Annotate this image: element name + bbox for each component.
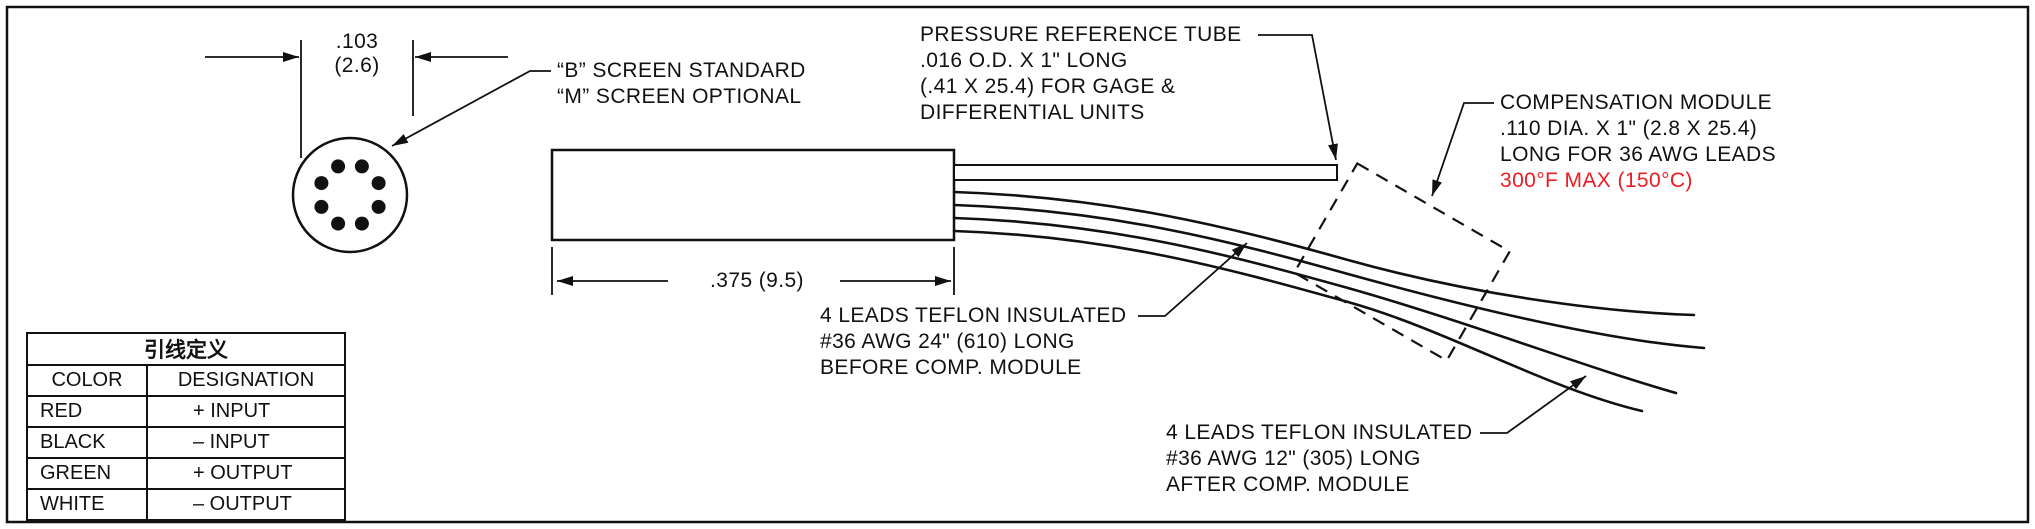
screen-note: “B” SCREEN STANDARD “M” SCREEN OPTIONAL xyxy=(557,58,806,110)
lead-wire xyxy=(952,216,1678,395)
note-line: LONG FOR 36 AWG LEADS xyxy=(1500,143,1777,166)
note-line: .016 O.D. X 1" LONG xyxy=(920,49,1128,72)
note-line: #36 AWG 24" (610) LONG xyxy=(820,330,1075,353)
note-line: 4 LEADS TEFLON INSULATED xyxy=(1166,421,1473,444)
table-title-row: 引线定义 xyxy=(26,332,346,366)
leads-before-note: 4 LEADS TEFLON INSULATED #36 AWG 24" (61… xyxy=(820,303,1126,381)
leads-before-leader xyxy=(1138,242,1248,317)
table-row: GREEN + OUTPUT xyxy=(26,457,346,490)
table-row: BLACK – INPUT xyxy=(26,426,346,459)
lead-color: WHITE xyxy=(26,488,148,521)
pressure-tube xyxy=(953,164,1338,181)
screen-face-view xyxy=(291,136,409,254)
note-line: COMPENSATION MODULE xyxy=(1500,91,1773,114)
lead-designation: + INPUT xyxy=(146,395,346,428)
note-line: AFTER COMP. MODULE xyxy=(1166,473,1410,496)
table-row: WHITE – OUTPUT xyxy=(26,488,346,521)
note-line: #36 AWG 12" (305) LONG xyxy=(1166,447,1421,470)
note-line: “M” SCREEN OPTIONAL xyxy=(557,85,802,108)
note-line: DIFFERENTIAL UNITS xyxy=(920,101,1145,124)
temperature-warning-text: 300°F MAX (150°C) xyxy=(1500,169,1693,192)
column-header-designation: DESIGNATION xyxy=(146,364,346,397)
table-row: RED + INPUT xyxy=(26,395,346,428)
note-line: (.41 X 25.4) FOR GAGE & xyxy=(920,75,1176,98)
leads-after-leader xyxy=(1480,375,1587,434)
lead-designation: – INPUT xyxy=(146,426,346,459)
pressure-tube-leader xyxy=(1258,34,1338,161)
note-line: .110 DIA. X 1" (2.8 X 25.4) xyxy=(1500,117,1758,140)
lead-designation: + OUTPUT xyxy=(146,457,346,490)
lead-wire xyxy=(952,203,1706,350)
lead-color: GREEN xyxy=(26,457,148,490)
screen-dimension xyxy=(205,40,508,158)
lead-designation: – OUTPUT xyxy=(146,488,346,521)
lead-definition-table: 引线定义 COLOR DESIGNATION RED + INPUT BLACK… xyxy=(26,332,346,521)
lead-wire xyxy=(952,190,1696,317)
sensor-body xyxy=(550,148,956,242)
table-title: 引线定义 xyxy=(26,332,346,366)
comp-module-leader xyxy=(1431,102,1494,197)
dim-line: .103 xyxy=(335,30,379,53)
note-line: PRESSURE REFERENCE TUBE xyxy=(920,23,1242,46)
note-line: BEFORE COMP. MODULE xyxy=(820,356,1082,379)
body-dimension xyxy=(551,247,955,295)
screen-note-leader xyxy=(391,70,551,147)
table-header-row: COLOR DESIGNATION xyxy=(26,364,346,397)
lead-color: RED xyxy=(26,395,148,428)
lead-color: BLACK xyxy=(26,426,148,459)
dim-line: (2.6) xyxy=(334,54,380,77)
note-line: “B” SCREEN STANDARD xyxy=(557,59,806,82)
drawing-border xyxy=(5,5,2030,524)
screen-holes xyxy=(314,159,386,231)
compensation-module-outline xyxy=(1292,161,1512,363)
column-header-color: COLOR xyxy=(26,364,148,397)
screen-dimension-text: .103 (2.6) xyxy=(302,30,412,78)
note-line: 4 LEADS TEFLON INSULATED xyxy=(820,304,1127,327)
leads-after-note: 4 LEADS TEFLON INSULATED #36 AWG 12" (30… xyxy=(1166,420,1472,498)
pressure-tube-note: PRESSURE REFERENCE TUBE .016 O.D. X 1" L… xyxy=(920,22,1242,126)
body-dimension-text: .375 (9.5) xyxy=(710,269,804,292)
comp-module-note: COMPENSATION MODULE .110 DIA. X 1" (2.8 … xyxy=(1500,90,1776,194)
